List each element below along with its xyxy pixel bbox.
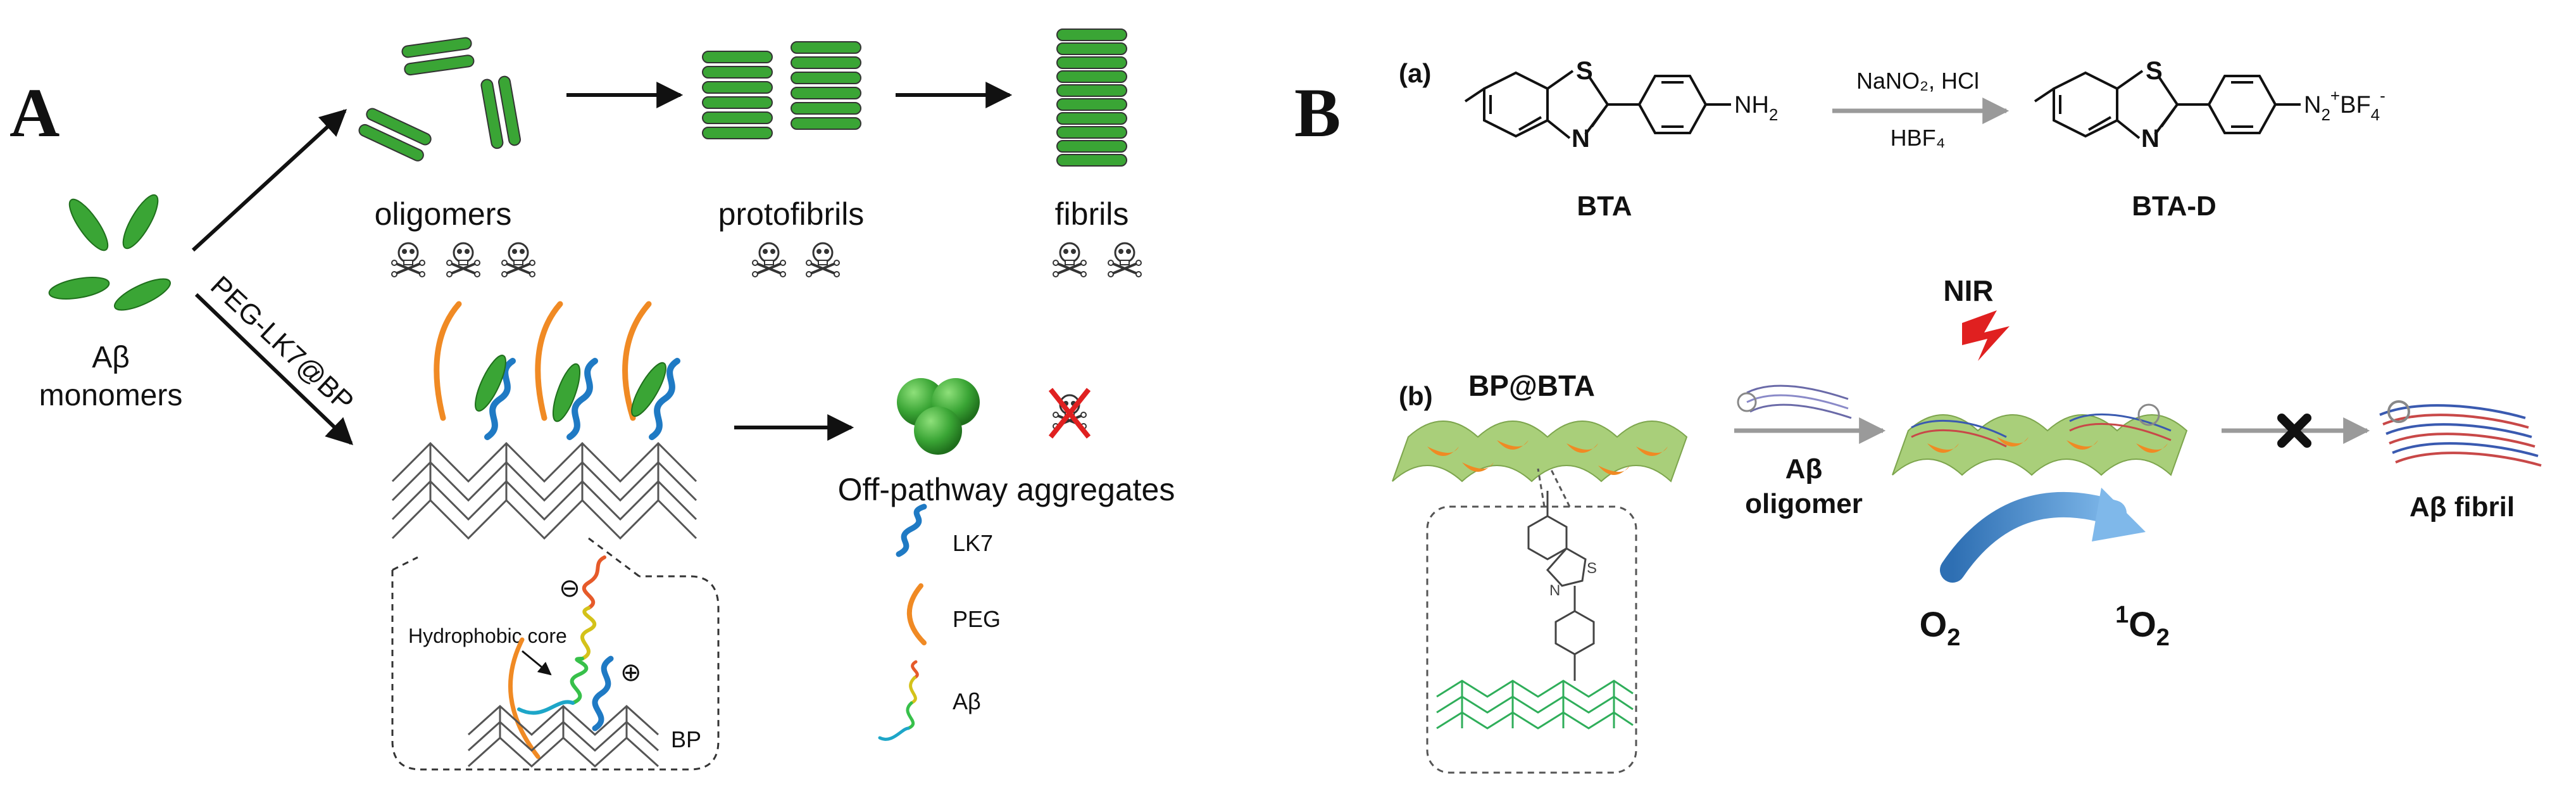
oligomers-icon — [356, 36, 522, 163]
protofibrils-label: protofibrils — [718, 196, 865, 232]
abeta-bound-icon — [475, 355, 666, 422]
inset-lk7-icon — [592, 655, 614, 731]
protofibrils-toxicity-icons — [751, 242, 841, 278]
ros-arc-arrowhead — [2092, 488, 2146, 541]
singlet-oxygen-label: 1O2 — [2115, 602, 2170, 651]
off-pathway-aggregates-icon — [897, 378, 980, 455]
reagent-top: NaNO₂, HCl — [1856, 68, 1979, 94]
ros-generation-arc — [1940, 491, 2127, 583]
bta-d-label: BTA-D — [2132, 191, 2216, 222]
peg-lk7-bp-complex — [391, 441, 697, 540]
plus-charge-icon: ⊕ — [620, 659, 642, 687]
amine-group: NH2 — [1734, 92, 1778, 124]
arrow-to-oligomers — [191, 109, 347, 252]
monomers-icon — [48, 194, 171, 311]
bp-label: BP — [671, 726, 701, 752]
inset-s-atom: S — [1587, 560, 1597, 577]
bp-bta-inset-box — [1426, 505, 1637, 774]
sub-panel-a-label: (a) — [1399, 58, 1431, 88]
legend-peg-icon — [906, 583, 927, 645]
monomers-label-line2: monomers — [39, 379, 183, 412]
fibrils-toxicity-icons — [1052, 242, 1142, 278]
legend-abeta-icon — [878, 660, 919, 741]
reagent-bottom: HBF₄ — [1891, 125, 1946, 151]
hydrophobic-core-label: Hydrophobic core — [408, 624, 567, 647]
minus-charge-icon: ⊖ — [559, 574, 580, 602]
inset-peg-icon — [508, 637, 541, 759]
legend-lk7-icon — [896, 503, 927, 557]
arrow-to-peg-lk7 — [194, 293, 354, 445]
inset-box — [391, 570, 720, 771]
legend: LK7 PEG Aβ — [878, 503, 1001, 741]
off-pathway-label: Off-pathway aggregates — [838, 472, 1175, 507]
inset-n-atom: N — [1549, 582, 1560, 599]
inset-bp-sheet-icon — [467, 704, 660, 768]
oligomer-small-icon — [1737, 384, 1852, 419]
oligomers-toxicity-icons — [391, 242, 536, 278]
treatment-label: PEG-LK7@BP — [204, 270, 360, 417]
inhibition-x-icon — [2277, 414, 2311, 448]
peg-chains-icon — [434, 301, 652, 421]
lk7-peptides-icon — [484, 358, 680, 440]
bp-bta-sheet-icon — [1392, 421, 1688, 483]
diazonium-group: N2+BF4- — [2304, 86, 2385, 124]
inset-bp-lattice-icon — [1436, 680, 1634, 730]
bta-n-atom: N — [1572, 125, 1590, 153]
legend-abeta-label: Aβ — [953, 688, 981, 714]
oligomers-label: oligomers — [375, 196, 512, 232]
bta-d-s-atom: S — [2146, 57, 2163, 85]
bp-bta-oligomer-sheet-icon — [1892, 403, 2188, 476]
protofibrils-icon — [702, 41, 861, 139]
fibrils-icon — [1056, 28, 1127, 167]
nir-label: NIR — [1943, 274, 1993, 307]
fibrils-label: fibrils — [1055, 196, 1129, 232]
abeta-fibril-icon — [2379, 400, 2542, 467]
bta-label: BTA — [1577, 191, 1632, 222]
inset-abeta-helix-icon — [517, 555, 606, 715]
monomers-label-line1: Aβ — [92, 341, 130, 374]
bta-structure — [1464, 70, 1731, 139]
panel-a-letter: A — [9, 74, 59, 151]
nontoxic-icon — [1048, 388, 1091, 439]
oligomer-label-line1: Aβ — [1785, 453, 1823, 484]
legend-lk7-label: LK7 — [953, 530, 993, 556]
legend-peg-label: PEG — [953, 606, 1001, 632]
sub-panel-b-label: (b) — [1399, 381, 1433, 411]
inset-bta-molecule — [1527, 491, 1595, 681]
panel-b-letter: B — [1294, 74, 1341, 151]
lightning-icon — [1962, 310, 2010, 361]
fibril-label: Aβ fibril — [2410, 491, 2515, 522]
hydrophobic-core-arrow — [522, 650, 552, 676]
bp-bta-label: BP@BTA — [1468, 369, 1595, 402]
oligomer-label-line2: oligomer — [1745, 488, 1863, 519]
bta-s-atom: S — [1576, 57, 1593, 85]
bta-d-structure — [2034, 70, 2301, 139]
o2-left-label: O2 — [1920, 604, 1961, 651]
bta-d-n-atom: N — [2141, 125, 2160, 153]
